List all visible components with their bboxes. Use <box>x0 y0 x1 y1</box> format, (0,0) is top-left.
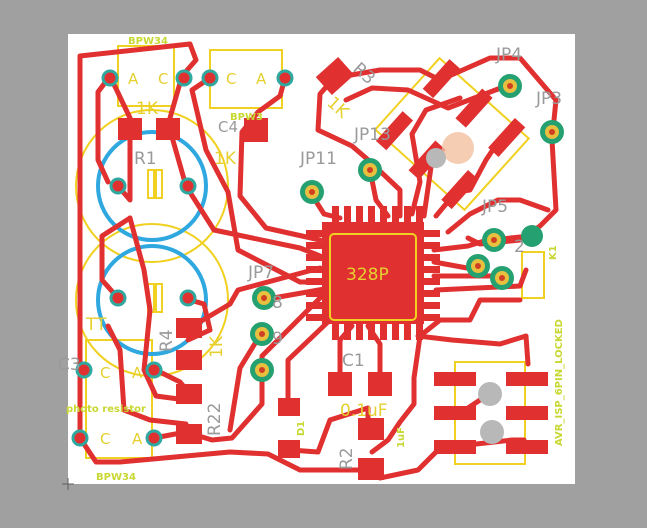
label-c1-name: C1 <box>342 351 365 371</box>
label-c3: C3 <box>58 355 81 375</box>
label-d1: D1 <box>296 421 307 436</box>
svg-text:A: A <box>256 70 267 88</box>
origin-marker <box>62 478 74 490</box>
svg-text:C: C <box>100 430 110 448</box>
label-k1: K1 <box>548 245 559 260</box>
label-jp3: JP3 <box>535 89 562 109</box>
label-c4-name: C4 <box>218 118 238 136</box>
svg-text:C: C <box>158 70 168 88</box>
label-tt: TT <box>85 315 107 335</box>
svg-text:C: C <box>226 70 236 88</box>
tht-pads-left <box>71 69 294 447</box>
svg-text:A: A <box>132 430 143 448</box>
label-jp7: JP7 <box>247 263 274 283</box>
label-r1-value: 1K <box>136 99 159 119</box>
ic-328p-pins <box>306 206 440 340</box>
label-jp11: JP11 <box>299 149 337 169</box>
ic-328p-outline <box>329 233 417 321</box>
smd-pads <box>118 57 548 480</box>
svg-text:A: A <box>132 364 143 382</box>
svg-text:A: A <box>128 70 139 88</box>
hatched-crystal <box>426 132 504 444</box>
label-ic-328p: 328P <box>346 265 389 285</box>
label-bpw34-top: BPW34 <box>128 36 168 47</box>
capacitor-outlines <box>96 130 208 356</box>
label-jp5: JP5 <box>481 197 508 217</box>
via-pads <box>250 74 564 382</box>
label-photo-resistor: photo resistor <box>66 404 146 415</box>
label-avr-isp: AVR_ISP_6PIN_LOCKED <box>554 319 565 446</box>
label-jp8: 8 <box>272 293 283 313</box>
label-jp9: 9 <box>272 329 283 349</box>
label-jp2: 2 <box>514 237 525 257</box>
label-r22: R22 <box>205 403 225 436</box>
capacitor-polarity-marks <box>147 169 163 313</box>
label-r4-value: 1K <box>207 335 227 358</box>
label-jp4: JP4 <box>495 45 522 65</box>
svg-text:C: C <box>100 364 110 382</box>
ic-328p-body <box>322 222 424 324</box>
label-bpw34-mid: BPW3 <box>230 112 263 123</box>
label-jp13: JP13 <box>353 125 391 145</box>
label-r4: R4 <box>157 329 177 352</box>
pad-marker-letters: A C C A C A C A <box>100 70 267 448</box>
label-r2: R2 <box>337 447 357 470</box>
label-1uf: 1uF <box>396 427 407 448</box>
label-c1-value: 0.1uF <box>340 401 388 421</box>
label-c4-value: 1K <box>214 149 237 169</box>
label-r1-name: R1 <box>134 149 157 169</box>
label-bpw34-bottom: BPW34 <box>96 472 136 483</box>
